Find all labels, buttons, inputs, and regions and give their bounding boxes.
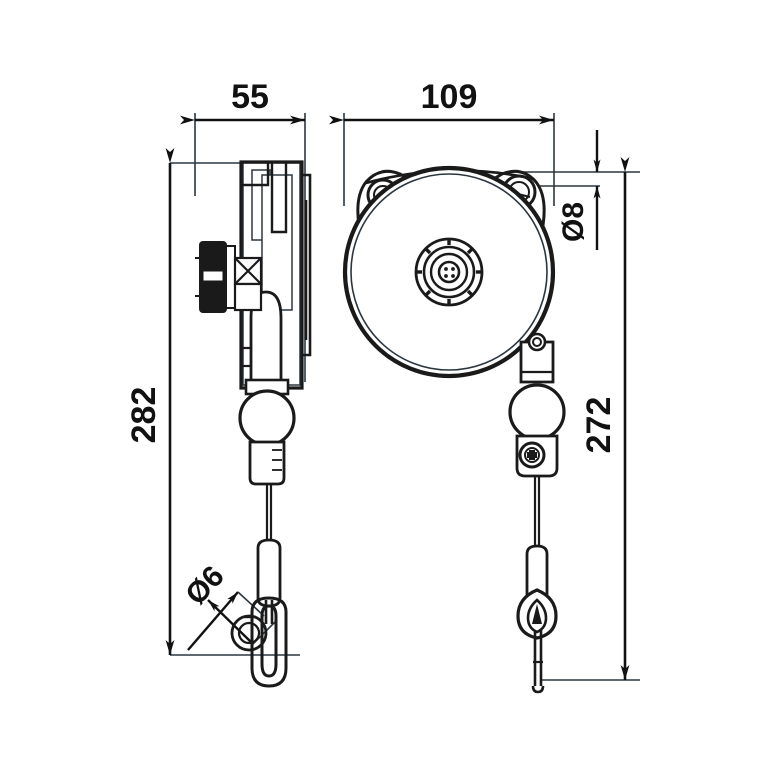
hub-dot-2 — [451, 267, 455, 271]
dimension-55-label: 55 — [231, 78, 269, 116]
ball-stop-front-sphere — [508, 383, 566, 441]
adjust-knob-collar — [225, 245, 236, 309]
ball-stop-side — [238, 378, 296, 486]
dimension-282-label: 282 — [125, 387, 163, 444]
cable-ferrule-side — [256, 538, 282, 608]
side-view — [195, 160, 312, 688]
dimension-hole-dia: Ø8 — [557, 130, 601, 250]
housing-right-shoulder — [302, 173, 312, 357]
snap-hook-front — [531, 630, 545, 694]
dimension-109-label: 109 — [421, 78, 478, 116]
housing-top-detail — [239, 162, 288, 234]
ratchet-bracket — [233, 256, 263, 312]
adjust-knob[interactable] — [195, 241, 236, 313]
ball-stop-side-sphere — [238, 389, 296, 447]
ball-stop-front — [508, 383, 566, 478]
hub-dot-4 — [451, 274, 455, 278]
dimension-282: 282 — [125, 148, 175, 655]
hub-notches — [416, 239, 482, 305]
dimension-109: 109 — [329, 78, 554, 125]
front-view — [342, 165, 566, 694]
housing-side-outline — [239, 160, 304, 390]
cable-front — [533, 476, 541, 554]
cable-exit-pivot-inner — [532, 337, 542, 347]
thimble — [516, 588, 558, 640]
hub-dot-3 — [444, 274, 448, 278]
hub — [414, 237, 484, 307]
dimension-o8-label: Ø8 — [557, 202, 590, 242]
cable-side — [265, 484, 273, 548]
clamp-screw — [518, 441, 546, 469]
dimension-55: 55 — [180, 78, 305, 125]
drum-housing-inner — [350, 173, 548, 371]
dimension-272: 272 — [580, 157, 630, 680]
thimble-core — [532, 604, 542, 624]
hub-cap — [437, 260, 461, 284]
cable-ferrule-front — [525, 544, 549, 598]
adjust-knob-slot — [203, 271, 223, 281]
cable-guide-ribs — [241, 346, 251, 368]
cable-exit-guide — [519, 332, 555, 384]
snap-hook-side — [230, 596, 288, 688]
dimension-o6-leader-a — [237, 591, 265, 617]
dimension-o6-upper-arrow — [187, 591, 239, 651]
dimension-272-label: 272 — [580, 397, 618, 454]
ball-stop-side-clamp-ribs — [272, 449, 282, 471]
ball-stop-side-clamp — [248, 440, 286, 486]
hub-dot-1 — [444, 267, 448, 271]
clamp-screw-cross — [527, 450, 537, 460]
dimension-o6-lower-arrow — [207, 599, 254, 645]
